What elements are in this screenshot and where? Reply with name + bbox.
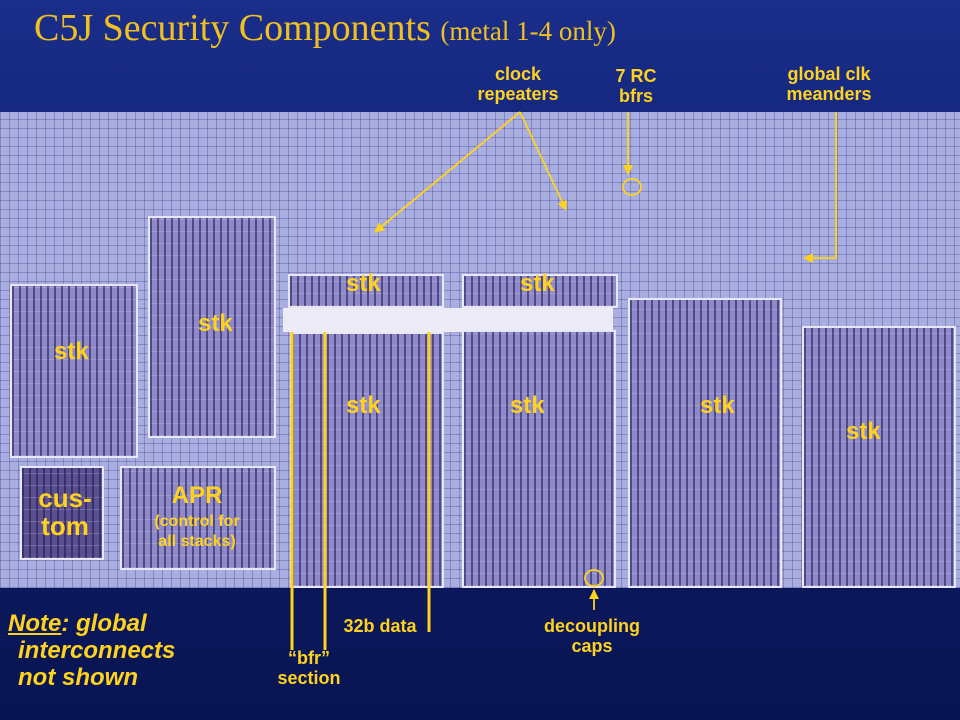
stack-block-6 (802, 326, 956, 588)
title-subtitle: (metal 1-4 only) (440, 16, 616, 46)
note-line-2: interconnects (18, 637, 176, 664)
stk-label-6: stk (510, 392, 545, 419)
stack-block-2 (148, 216, 276, 438)
bfr-section-label: “bfr” section (277, 648, 341, 688)
stk-label-5: stk (346, 392, 381, 419)
global-clk-arrow (803, 112, 837, 263)
slide-title: C5J Security Components (metal 1-4 only) (34, 6, 616, 50)
stack-block-4-top (462, 274, 618, 308)
data-32b-label: 32b data (343, 616, 417, 636)
title-main: C5J Security Components (34, 7, 431, 49)
stack-block-1 (10, 284, 138, 458)
apr-label: APR (171, 482, 223, 509)
clock-repeater-arrow-left (374, 111, 521, 233)
clock-repeater-arrow-right (519, 111, 567, 211)
note-rest: : global (61, 610, 147, 637)
stk-label-8: stk (846, 418, 881, 445)
global-clk-label: global clk meanders (786, 64, 872, 104)
custom-label: cus- tom (38, 483, 92, 541)
stack-block-4 (462, 330, 616, 588)
stack-block-5 (628, 298, 782, 588)
note-lead: Note (8, 610, 62, 637)
note-line-3: not shown (18, 664, 138, 691)
stk-label-4: stk (520, 270, 555, 297)
apr-sublabel: (control for all stacks) (154, 513, 240, 550)
stk-label-7: stk (700, 392, 735, 419)
stk-label-3: stk (346, 270, 381, 297)
die-photo (0, 112, 960, 588)
bfr-slab (283, 308, 613, 332)
stk-label-2: stk (198, 310, 233, 337)
decoupling-caps-label: decoupling caps (544, 616, 640, 656)
rc-buffer-circle (622, 178, 642, 196)
clock-repeaters-label: clock repeaters (477, 64, 559, 104)
rc-buffers-label: 7 RC bfrs (615, 66, 657, 106)
decoupling-circle (584, 569, 604, 587)
stack-block-3-top (288, 274, 444, 308)
custom-block (20, 466, 104, 560)
note-text: Note: global interconnects not shown (8, 610, 175, 691)
stack-block-3 (290, 332, 444, 588)
stk-label-1: stk (54, 338, 89, 365)
apr-block (120, 466, 276, 570)
